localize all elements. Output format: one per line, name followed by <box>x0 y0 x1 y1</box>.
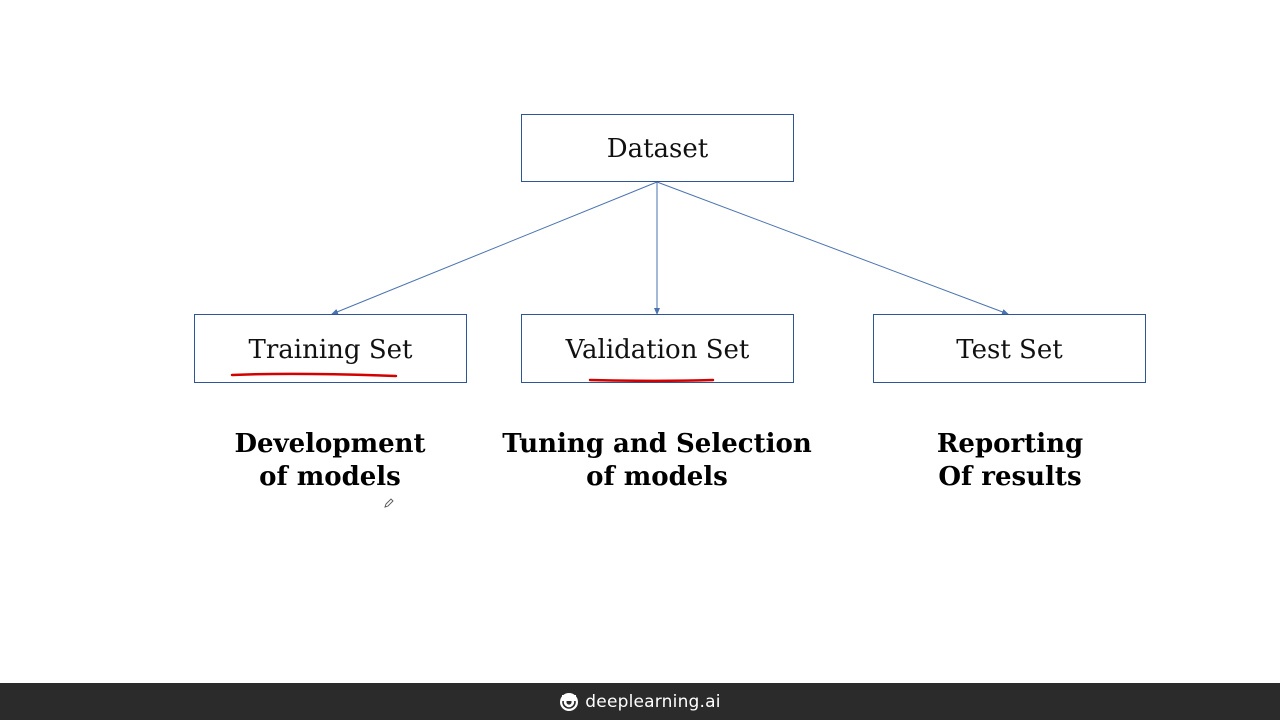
dataset-label: Dataset <box>606 134 709 164</box>
test-set-box: Test Set <box>873 314 1146 383</box>
test-set-label: Test Set <box>956 334 1063 365</box>
training-purpose-text: Development of models <box>180 428 480 494</box>
validation-purpose-line2: of models <box>586 462 728 492</box>
brand-name: deeplearning.ai <box>585 691 721 712</box>
deeplearning-logo-icon <box>560 692 579 711</box>
footer-bar: deeplearning.ai <box>0 683 1280 720</box>
dataset-box: Dataset <box>521 114 794 182</box>
training-purpose-line1: Development <box>234 429 426 459</box>
test-purpose-text: Reporting Of results <box>860 428 1160 494</box>
training-set-box: Training Set <box>194 314 467 383</box>
training-purpose-line2: of models <box>259 462 401 492</box>
training-set-label: Training Set <box>248 334 413 365</box>
validation-set-box: Validation Set <box>521 314 794 383</box>
arrow-to-training <box>331 181 658 315</box>
validation-set-label: Validation Set <box>565 334 750 365</box>
test-purpose-line1: Reporting <box>936 429 1084 459</box>
slide-canvas: Dataset Training Set Validation Set Test… <box>180 114 1160 508</box>
validation-purpose-text: Tuning and Selection of models <box>492 428 822 494</box>
arrow-to-test <box>656 181 1009 315</box>
validation-purpose-line1: Tuning and Selection <box>502 429 812 459</box>
pen-cursor-icon <box>384 498 394 508</box>
test-purpose-line2: Of results <box>938 462 1082 492</box>
